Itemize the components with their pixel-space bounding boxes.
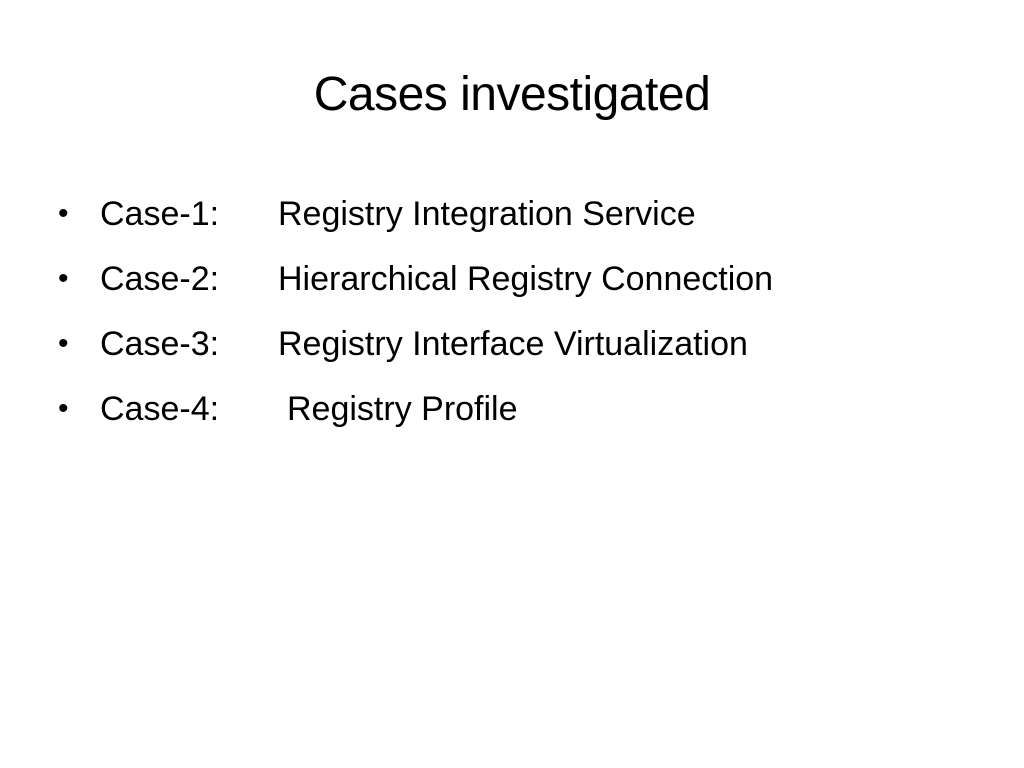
slide-title: Cases investigated [313, 68, 711, 121]
case-label: Case-3: [100, 325, 220, 363]
case-description: Registry Integration Service [278, 195, 696, 233]
case-label: Case-1: [100, 195, 220, 233]
case-description: Registry Profile [287, 390, 518, 428]
bullet-icon: • [58, 197, 69, 230]
case-label: Case-4: [100, 390, 220, 428]
case-label: Case-2: [100, 260, 220, 298]
case-description: Registry Interface Virtualization [278, 325, 748, 363]
bullet-icon: • [58, 327, 69, 360]
bullet-icon: • [58, 392, 69, 425]
bullet-icon: • [58, 262, 69, 295]
case-description: Hierarchical Registry Connection [278, 260, 774, 298]
